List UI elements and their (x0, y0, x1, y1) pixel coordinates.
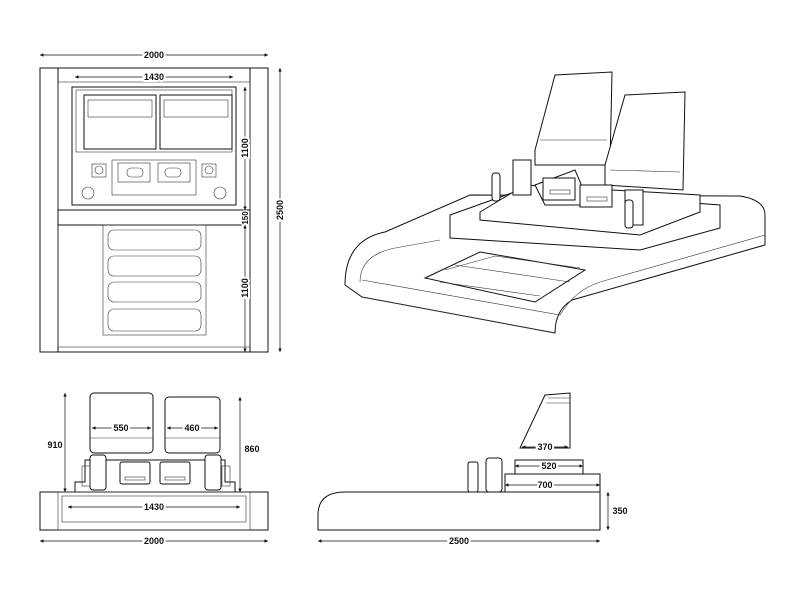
dim-side-step-lower: 700 (537, 480, 552, 490)
side-view: 370 520 700 350 2500 (317, 392, 628, 548)
top-view: 2000 1430 1100 150 1100 2500 (39, 48, 287, 353)
dim-top-height-total: 2500 (275, 200, 285, 220)
dim-top-height-upper: 1100 (240, 138, 250, 158)
dim-side-monitor-depth: 370 (537, 442, 552, 452)
dim-top-height-lower: 1100 (240, 278, 250, 298)
dim-side-step-upper: 520 (541, 461, 556, 471)
dim-side-base-height: 350 (612, 506, 627, 516)
dim-top-width-inner: 1430 (144, 72, 164, 82)
dim-side-length-total: 2500 (449, 536, 469, 546)
dim-top-width-total: 2000 (144, 50, 164, 60)
dim-front-height-right: 860 (244, 444, 259, 454)
dim-monitor-left: 550 (113, 423, 128, 433)
dim-top-height-band: 150 (241, 211, 250, 225)
dim-front-console-width: 1430 (144, 502, 164, 512)
isometric-view (344, 71, 766, 334)
front-view: 910 860 550 460 1430 2000 (39, 392, 269, 548)
dim-monitor-right: 460 (184, 423, 199, 433)
dim-front-width-total: 2000 (144, 536, 164, 546)
dim-front-height-left: 910 (47, 440, 62, 450)
